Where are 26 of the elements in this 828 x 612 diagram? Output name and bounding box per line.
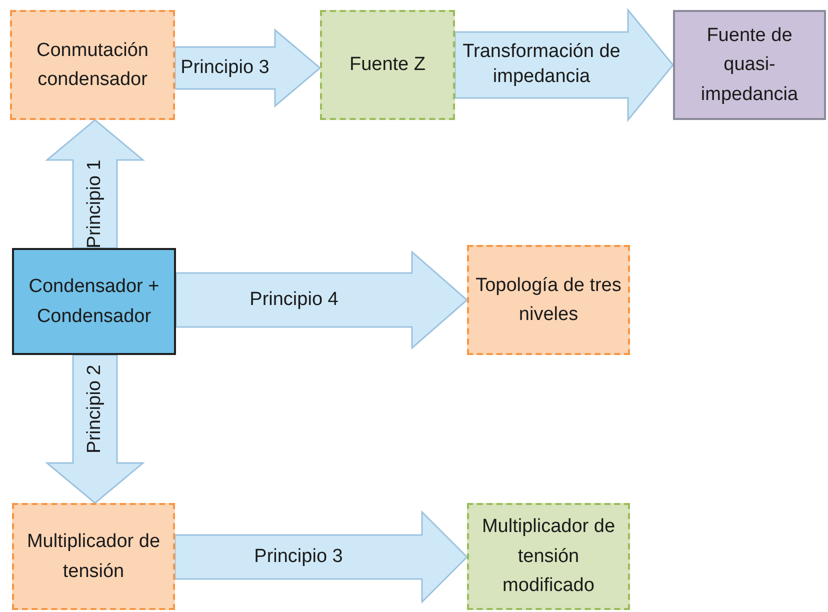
block-arrow xyxy=(174,510,468,604)
process-box xyxy=(12,503,175,610)
process-box xyxy=(673,10,826,120)
process-box xyxy=(12,248,176,355)
edge-label: Principio 2 xyxy=(82,364,106,456)
edge-label: Principio 3 xyxy=(180,56,270,80)
block-arrow xyxy=(44,119,146,249)
process-box xyxy=(467,503,630,610)
edge-label: Transformación de impedancia xyxy=(462,40,622,89)
block-arrow xyxy=(174,28,322,108)
box-label: Multiplicador de tensión modificado xyxy=(480,515,616,598)
edge-label: Principio 4 xyxy=(248,288,340,312)
process-box xyxy=(320,10,455,120)
box-label: Fuente Z xyxy=(349,53,426,78)
block-arrow xyxy=(44,354,146,504)
box-label: Condensador + Condensador xyxy=(28,275,160,328)
process-box xyxy=(10,10,175,120)
block-arrow xyxy=(454,8,674,122)
edge-label: Principio 3 xyxy=(253,544,344,569)
box-label: Fuente de quasi-impedancia xyxy=(700,24,800,107)
box-label: Multiplicador de tensión xyxy=(26,530,162,584)
box-label: Topología de tres niveles xyxy=(474,274,622,327)
edge-label: Principio 1 xyxy=(82,158,106,250)
process-box xyxy=(467,245,630,355)
block-arrow xyxy=(175,250,468,350)
box-label: Conmutación condensador xyxy=(36,38,150,92)
